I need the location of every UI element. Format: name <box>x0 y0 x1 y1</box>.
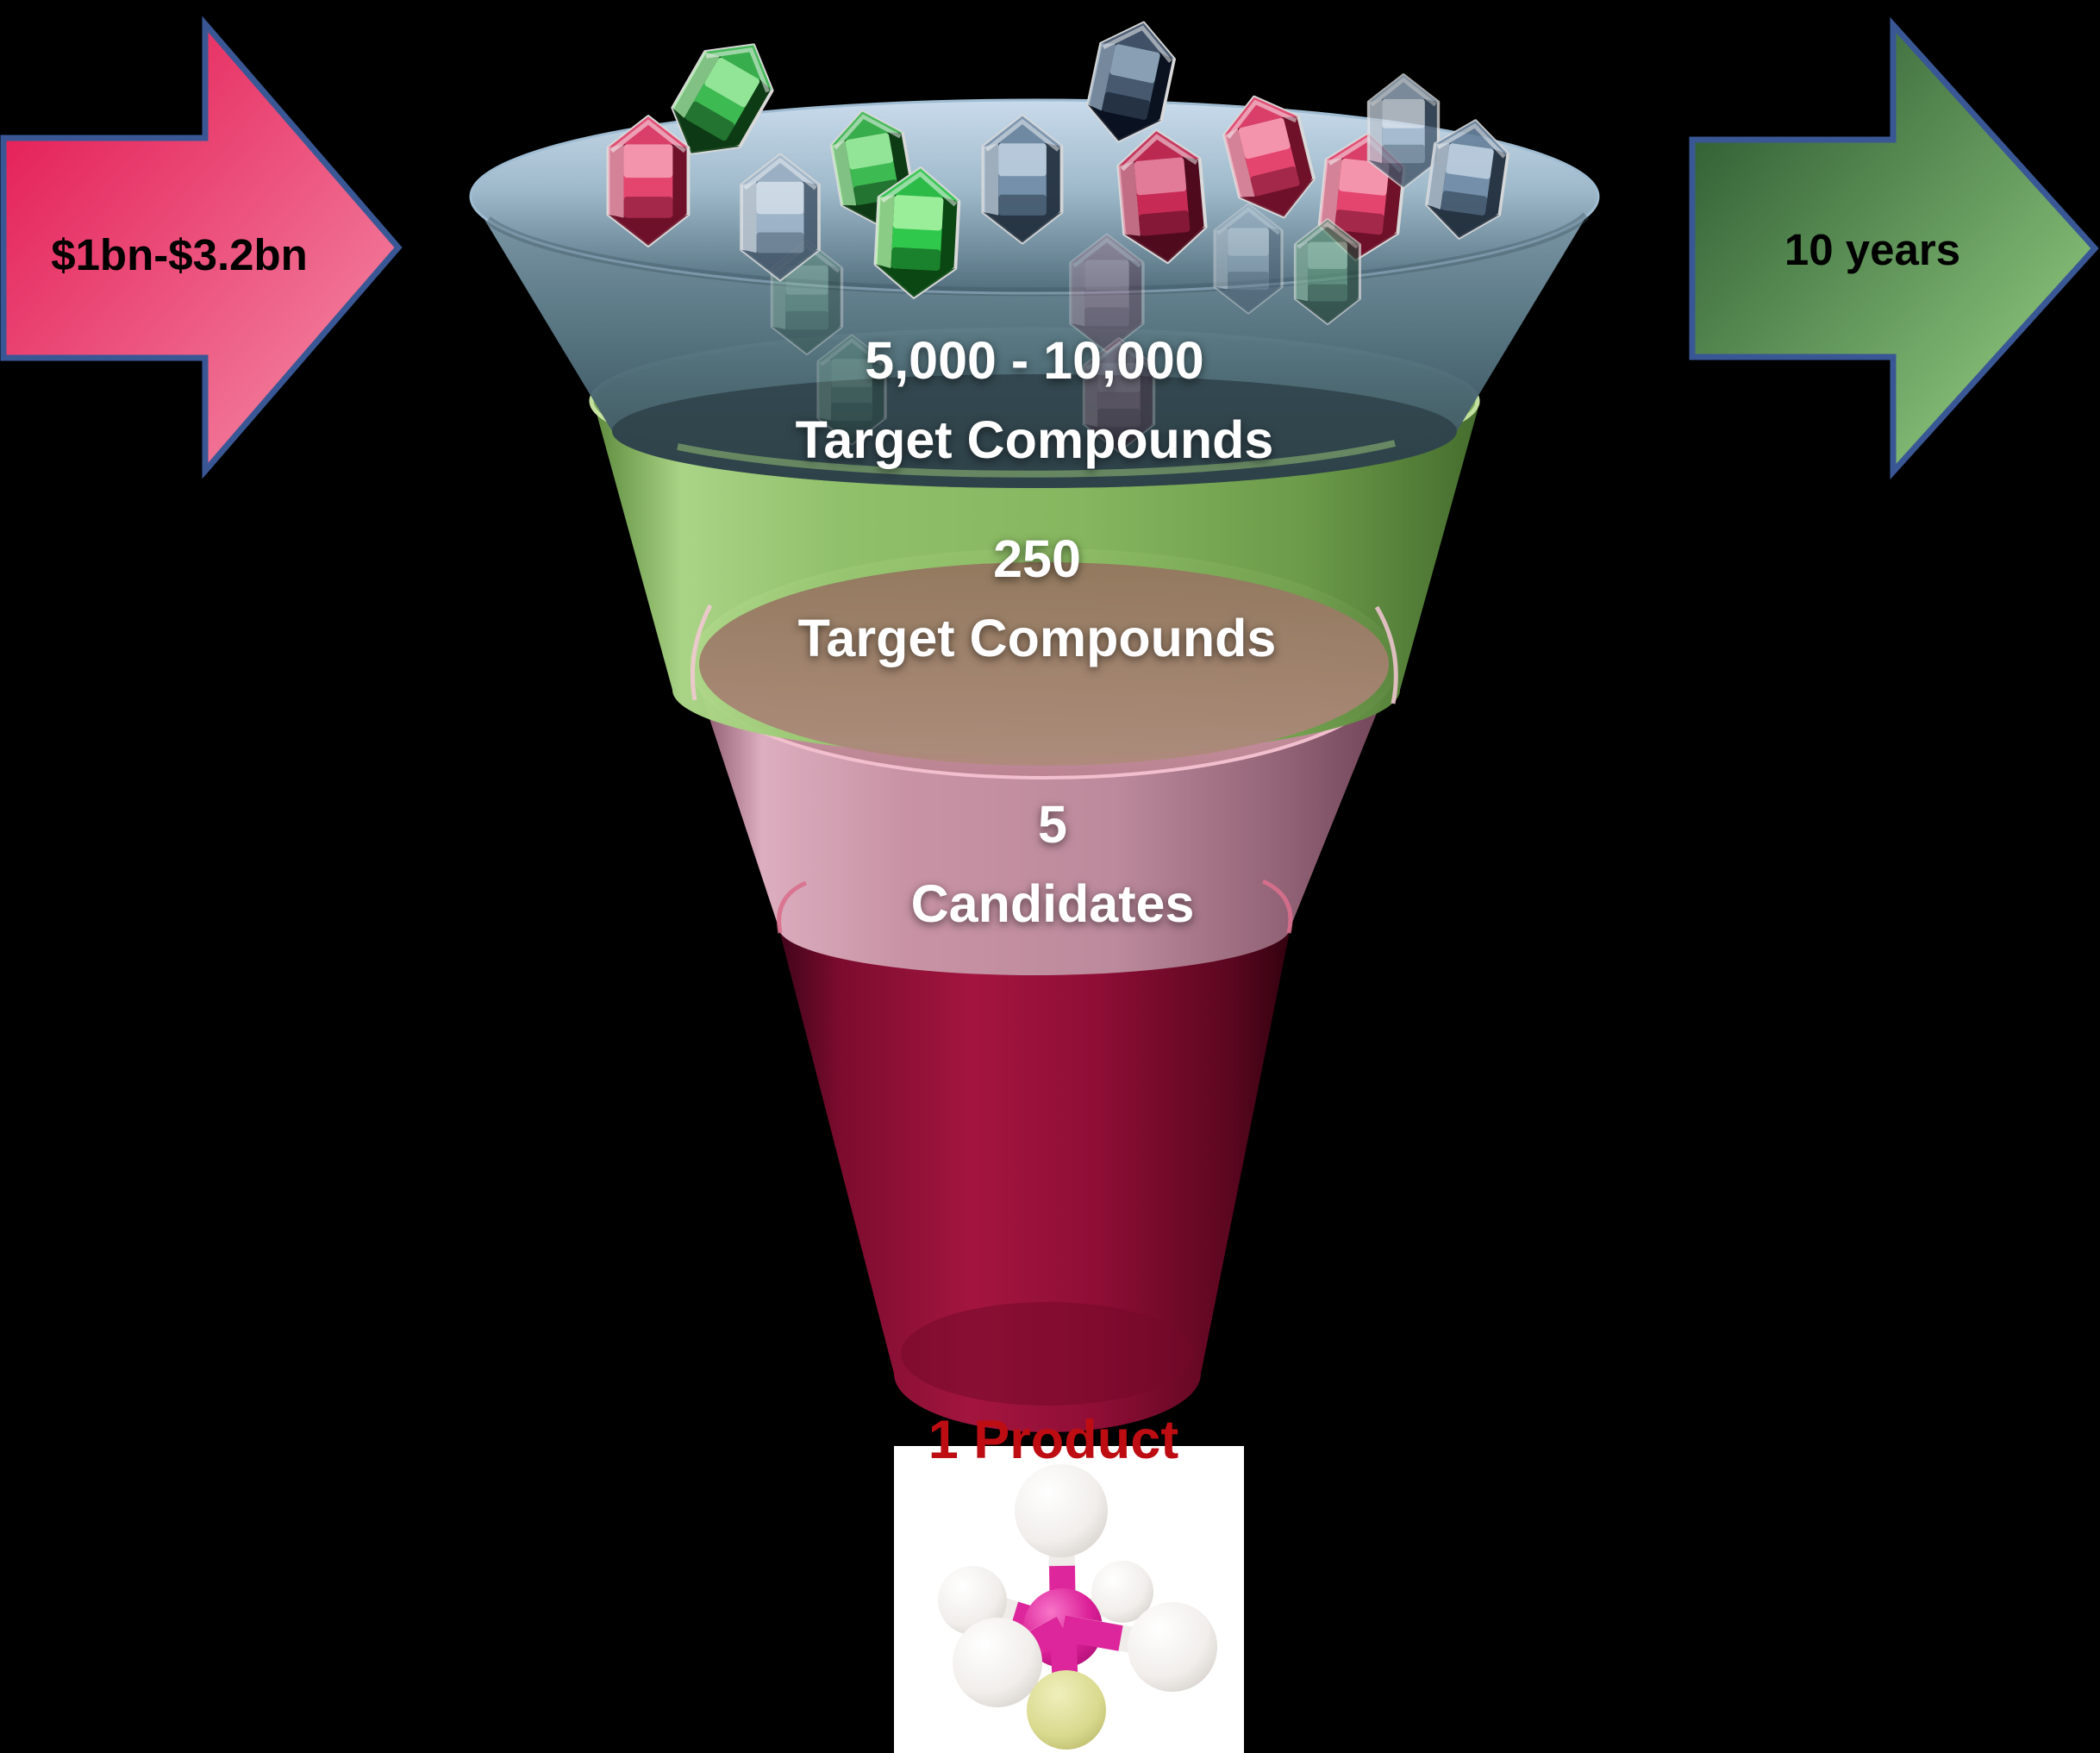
pink-rim-highlight-right <box>1374 605 1398 704</box>
atom-ligand <box>1128 1602 1217 1692</box>
green-rim-through-blue <box>677 440 1396 478</box>
atom-ligand-bottom <box>1027 1670 1106 1750</box>
stage-candidates-caption: Candidates <box>910 874 1195 933</box>
time-label: 10 years <box>1784 225 1961 274</box>
cost-label: $1bn-$3.2bn <box>51 230 308 279</box>
stage-candidates-label: 5 Candidates <box>706 785 1399 943</box>
stage-product-label: 1 Product <box>928 1410 1179 1470</box>
molecule-model <box>938 1464 1217 1750</box>
atom-ligand <box>1015 1464 1108 1557</box>
crimson-stage-bottom-shadow <box>901 1302 1194 1406</box>
pink-stage-body <box>691 664 1397 975</box>
blue-top-front-shadow <box>484 212 1590 297</box>
funnel-graphic <box>469 15 1600 1432</box>
crimson-stage-body <box>778 879 1291 1432</box>
pink-rim-highlight-left <box>690 604 713 701</box>
crimson-rim-highlight-right <box>1261 879 1293 934</box>
stage-discovery-count: 5,000 - 10,000 <box>865 331 1204 390</box>
stage-lead-count: 250 <box>993 529 1081 588</box>
stage-discovery-label: 5,000 - 10,000 Target Compounds <box>688 321 1381 479</box>
atom-ligand <box>1091 1561 1153 1623</box>
product-molecule <box>894 1446 1244 1753</box>
stage-candidates-count: 5 <box>1038 795 1067 854</box>
left-cost-arrow <box>0 16 403 479</box>
stage-lead-caption: Target Compounds <box>797 609 1277 667</box>
right-time-arrow <box>1689 16 2099 480</box>
pink-through-green-surface <box>699 562 1389 766</box>
atom-ligand <box>953 1618 1042 1707</box>
stage-lead-label: 250 Target Compounds <box>691 519 1384 678</box>
atom-ligand <box>938 1566 1007 1635</box>
stage-discovery-caption: Target Compounds <box>795 410 1274 469</box>
crimson-rim-highlight-left <box>777 880 808 934</box>
